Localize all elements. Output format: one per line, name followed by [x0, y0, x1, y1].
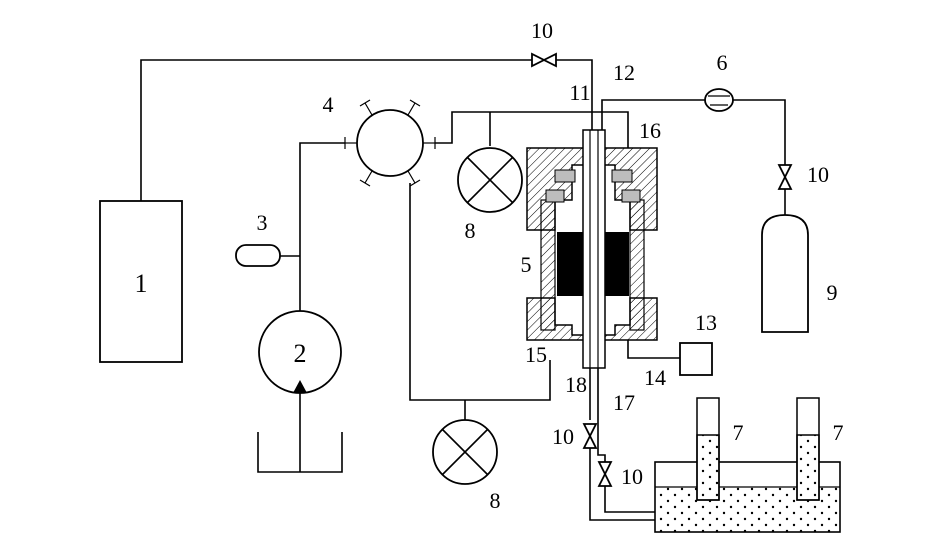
multiport-valve-4: [356, 109, 424, 177]
valve-10-top: [531, 52, 557, 68]
core-holder-5: [526, 129, 658, 369]
reservoir-tank: [257, 432, 343, 473]
label-10-lower-left: 10: [552, 424, 574, 449]
valve-4-ports: [344, 99, 436, 187]
outlet-17-line: [597, 368, 606, 462]
pipe-valve-to-reactor: [556, 59, 593, 132]
valve-10-lower-left: [582, 423, 598, 449]
label-1: 1: [135, 269, 148, 298]
label-16: 16: [639, 118, 661, 143]
pipe-4-lower: [409, 183, 551, 401]
label-8-bottom: 8: [490, 488, 501, 513]
measuring-tube-7-right: [796, 397, 820, 501]
label-13: 13: [695, 310, 717, 335]
component-3: [235, 244, 281, 267]
gas-cylinder-9: [761, 214, 809, 333]
label-15: 15: [525, 342, 547, 367]
component-1-box: [99, 200, 183, 363]
label-12: 12: [613, 60, 635, 85]
measuring-tube-7-left: [696, 397, 720, 501]
label-7-left: 7: [733, 420, 744, 445]
label-10-lower-right: 10: [621, 464, 643, 489]
pipe-12-to-meter: [601, 99, 705, 130]
label-10-right: 10: [807, 162, 829, 187]
label-11: 11: [569, 80, 590, 105]
component-13: [679, 342, 713, 376]
label-4: 4: [323, 92, 334, 117]
label-6: 6: [717, 50, 728, 75]
label-2: 2: [294, 339, 307, 368]
line-14-to-13: [627, 340, 680, 359]
label-5: 5: [521, 252, 532, 277]
label-8-top: 8: [465, 218, 476, 243]
valve-10-right: [777, 164, 793, 190]
gauge-8-bottom-cross-b: [441, 428, 489, 476]
label-9: 9: [827, 280, 838, 305]
label-10-top: 10: [531, 18, 553, 43]
label-7-right: 7: [833, 420, 844, 445]
label-18: 18: [565, 372, 587, 397]
valve-10-lower-right: [597, 461, 613, 487]
label-3: 3: [257, 210, 268, 235]
pipe-1-to-valve: [140, 59, 532, 201]
label-14: 14: [644, 365, 666, 390]
gauge-8-top-cross-b: [466, 156, 514, 204]
pipe-4-to-reactor: [435, 111, 629, 148]
pump-discharge-line: [299, 142, 345, 311]
label-17: 17: [613, 390, 635, 415]
pump-arrow: [293, 380, 307, 393]
flowmeter-6: [704, 88, 734, 112]
pipe-meter-to-valve: [733, 99, 786, 165]
